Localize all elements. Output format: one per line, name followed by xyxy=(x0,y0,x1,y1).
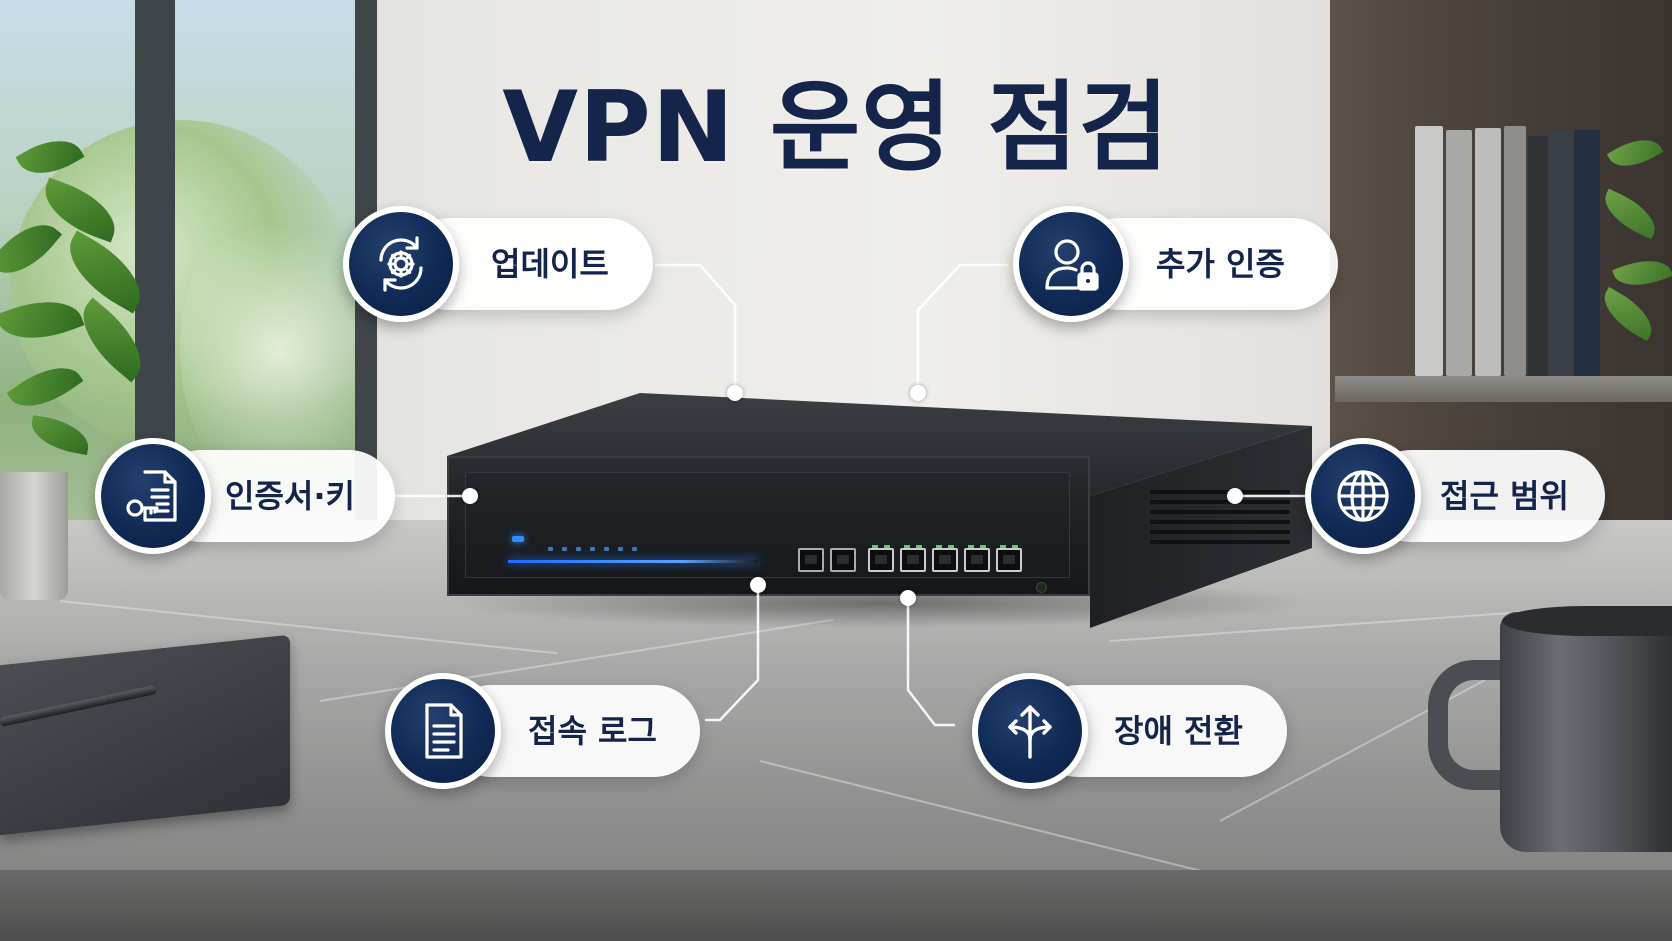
feature-label-update: 업데이트 xyxy=(491,245,609,283)
globe-icon xyxy=(1305,438,1421,554)
connector-dot xyxy=(727,385,743,401)
certificate-key-icon xyxy=(95,438,211,554)
shelf-board xyxy=(1335,376,1672,402)
ethernet-port xyxy=(964,545,990,572)
book xyxy=(1528,136,1548,376)
feature-label-failover: 장애 전환 xyxy=(1114,712,1243,750)
book xyxy=(1446,130,1472,376)
ethernet-port xyxy=(868,545,894,572)
split-arrows-icon xyxy=(972,673,1088,789)
book xyxy=(1550,132,1572,376)
feature-label-log: 접속 로그 xyxy=(528,712,657,750)
document-icon xyxy=(385,673,501,789)
coffee-mug xyxy=(1500,612,1672,852)
feature-label-mfa: 추가 인증 xyxy=(1156,245,1285,283)
connector-dot xyxy=(1227,488,1243,504)
mug-opening xyxy=(1502,606,1672,636)
ethernet-port xyxy=(932,545,958,572)
plant-pot xyxy=(0,472,68,600)
feature-label-cert: 인증서·키 xyxy=(225,477,355,515)
connector-dot xyxy=(910,385,926,401)
gear-refresh-icon xyxy=(343,206,459,322)
book xyxy=(1504,126,1526,376)
page-title: VPN 운영 점검 xyxy=(502,71,1170,185)
status-led xyxy=(512,536,524,542)
book xyxy=(1574,130,1600,376)
connector-dot xyxy=(750,577,766,593)
ethernet-port xyxy=(900,545,926,572)
ethernet-port xyxy=(830,548,856,572)
ethernet-port xyxy=(798,548,824,572)
book xyxy=(1415,126,1443,376)
connector-dot xyxy=(900,590,916,606)
book xyxy=(1475,128,1501,376)
power-led xyxy=(1036,582,1047,593)
connector-dot xyxy=(462,488,478,504)
mug-handle xyxy=(1428,660,1520,790)
desk-edge xyxy=(0,870,1672,941)
router-accent-light xyxy=(508,560,758,563)
user-lock-icon xyxy=(1013,206,1129,322)
feature-label-scope: 접근 범위 xyxy=(1440,477,1569,515)
ethernet-port xyxy=(996,545,1022,572)
